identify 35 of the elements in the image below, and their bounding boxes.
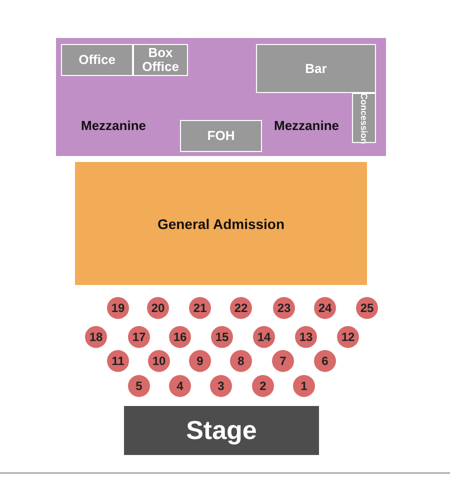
seat-marker: 4 — [169, 375, 191, 397]
stage-block: Stage — [124, 406, 319, 455]
seat-marker: 25 — [356, 297, 378, 319]
area-label: Mezzanine — [274, 118, 340, 133]
seat-marker: 24 — [314, 297, 336, 319]
seat-marker: 13 — [295, 326, 317, 348]
seat-marker: 12 — [337, 326, 359, 348]
concession-stand: Concession — [352, 93, 376, 143]
seat-marker: 19 — [107, 297, 129, 319]
seat-marker: 9 — [189, 350, 211, 372]
foh-booth: FOH — [180, 120, 262, 152]
seat-marker: 23 — [273, 297, 295, 319]
office-room: Office — [61, 44, 133, 76]
area-label: Mezzanine — [81, 118, 146, 133]
seat-marker: 2 — [252, 375, 274, 397]
seat-marker: 20 — [147, 297, 169, 319]
seat-marker: 17 — [128, 326, 150, 348]
seat-marker: 11 — [107, 350, 129, 372]
seat-marker: 15 — [211, 326, 233, 348]
seat-marker: 6 — [314, 350, 336, 372]
seat-marker: 5 — [128, 375, 150, 397]
general-admission-section: General Admission — [75, 162, 367, 285]
seat-marker: 21 — [189, 297, 211, 319]
seat-marker: 22 — [230, 297, 252, 319]
seat-marker: 10 — [148, 350, 170, 372]
box-office-room: Box Office — [133, 44, 188, 76]
seat-marker: 3 — [210, 375, 232, 397]
seat-marker: 1 — [293, 375, 315, 397]
seat-marker: 14 — [253, 326, 275, 348]
seat-marker: 18 — [85, 326, 107, 348]
seat-marker: 7 — [272, 350, 294, 372]
seat-marker: 16 — [169, 326, 191, 348]
bar-area: Bar — [256, 44, 376, 93]
seat-marker: 8 — [230, 350, 252, 372]
mezzanine-area — [56, 38, 386, 156]
